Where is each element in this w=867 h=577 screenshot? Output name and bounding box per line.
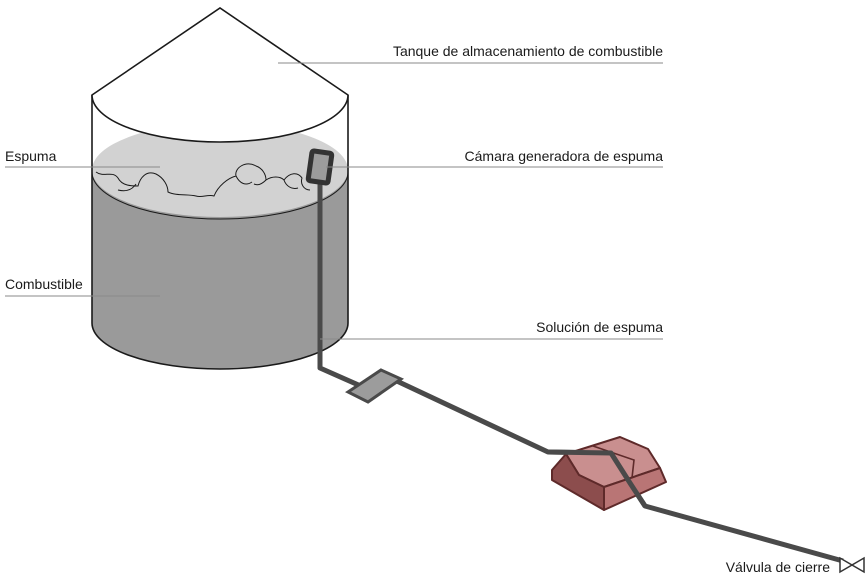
tank-roof: [91, 7, 349, 143]
foam-surface: [92, 123, 348, 217]
foam-chamber-icon: [305, 148, 335, 186]
pipe-system: [305, 148, 844, 564]
foam-solution-pipe: [317, 167, 844, 564]
pump-pipe-over: [547, 449, 648, 508]
foam-pump: [547, 436, 667, 511]
pipe-fitting: [345, 368, 405, 404]
label-tank: Tanque de almacenamiento de combustible: [393, 43, 663, 59]
shutoff-valve-icon: [839, 556, 865, 574]
label-foam-chamber: Cámara generadora de espuma: [465, 148, 664, 164]
label-shutoff-valve: Válvula de cierre: [726, 559, 830, 575]
fuel-tank: [91, 7, 349, 370]
tank-bottom: [91, 322, 349, 370]
foam-bubbles-small: [117, 175, 299, 192]
label-foam: Espuma: [5, 148, 57, 164]
fuel-liquid: [92, 170, 348, 369]
label-fuel: Combustible: [5, 276, 83, 292]
fuel-surface-edge: [91, 171, 349, 220]
label-foam-solution: Solución de espuma: [536, 319, 663, 335]
